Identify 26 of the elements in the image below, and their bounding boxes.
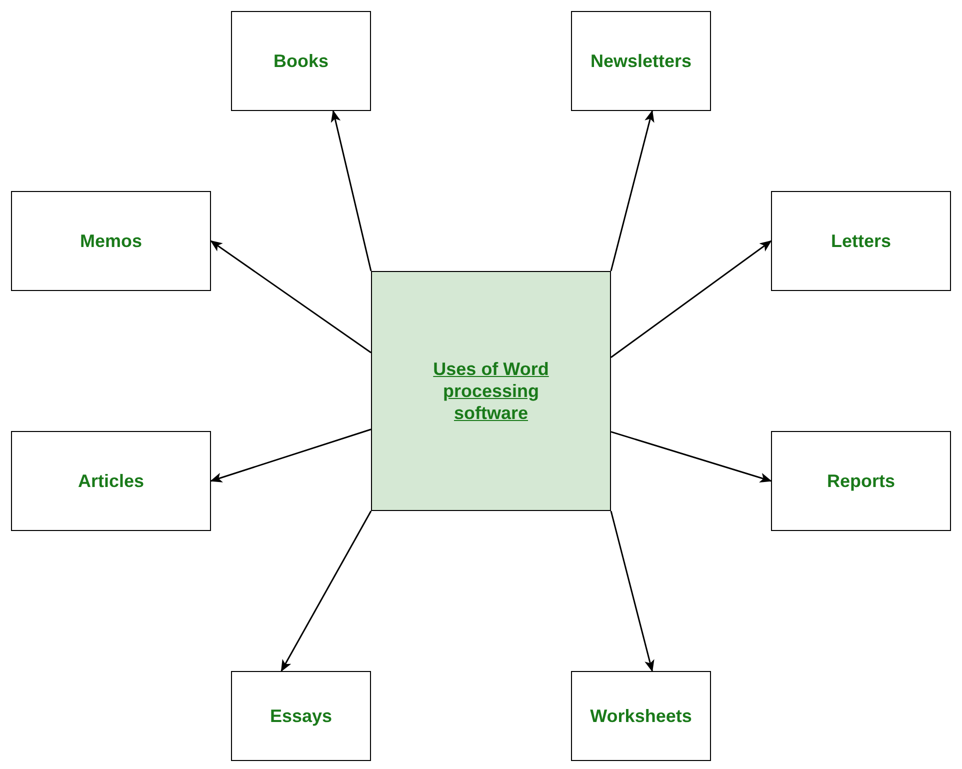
topic-label: Reports bbox=[826, 470, 895, 492]
arrow bbox=[610, 240, 772, 358]
arrow bbox=[610, 431, 772, 483]
topic-label: Newsletters bbox=[590, 50, 692, 72]
topic-box bbox=[231, 671, 371, 761]
arrow bbox=[610, 110, 654, 272]
topic-box bbox=[571, 671, 711, 761]
arrow bbox=[330, 110, 372, 272]
topic-box bbox=[771, 191, 951, 291]
topic-box bbox=[571, 11, 711, 111]
arrow bbox=[210, 240, 372, 354]
topic-label: Essays bbox=[270, 705, 332, 727]
topic-title: Uses of Word processing software bbox=[432, 358, 550, 424]
topic-label: Memos bbox=[80, 230, 142, 252]
topic-label: Worksheets bbox=[590, 705, 692, 727]
central-topic-box bbox=[371, 271, 611, 511]
arrow bbox=[210, 428, 372, 482]
topic-box bbox=[11, 191, 211, 291]
topic-label: Letters bbox=[830, 230, 892, 252]
topic-box bbox=[231, 11, 371, 111]
topic-box bbox=[11, 431, 211, 531]
arrow bbox=[610, 510, 654, 672]
topic-label: Books bbox=[273, 50, 328, 72]
topic-label: Articles bbox=[78, 470, 144, 492]
arrow bbox=[280, 510, 372, 672]
topic-box bbox=[771, 431, 951, 531]
